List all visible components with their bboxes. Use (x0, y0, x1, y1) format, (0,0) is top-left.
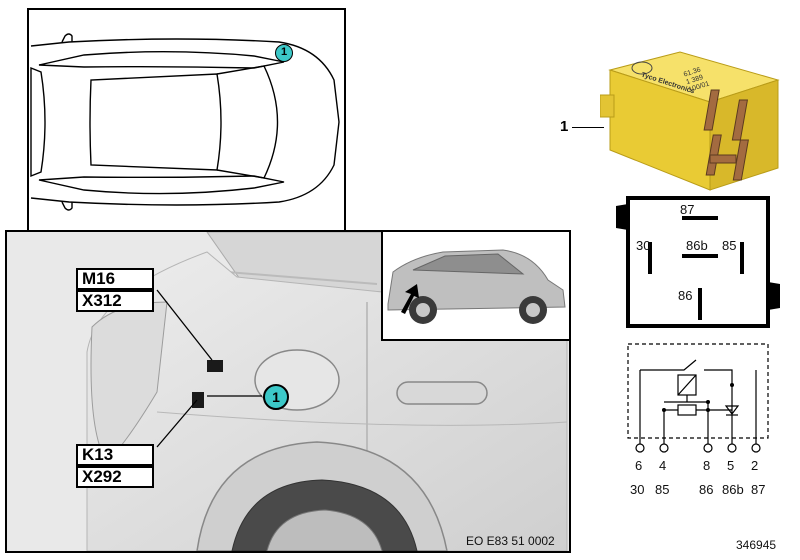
relay-illustration (599, 51, 780, 191)
relay-part-image: 61.36 1 389 100/01 Tyco Electronics (599, 40, 780, 200)
relay-pinout-diagram: 87 30 86b 85 86 (606, 190, 796, 330)
terminal-name-87: 87 (751, 482, 766, 497)
car-side-illustration (387, 249, 566, 324)
top-view-panel: 1 (27, 8, 346, 242)
part-leader-line (572, 127, 604, 128)
reference-code: EO E83 51 0002 (466, 534, 555, 548)
terminal-name-86b: 86b (722, 482, 744, 497)
relay-schematic: 6 4 8 5 2 30 85 86 86b 87 (624, 340, 774, 500)
callout-1-detail: 1 (263, 384, 289, 410)
terminal-6: 6 (635, 458, 643, 473)
terminal-name-30: 30 (630, 482, 645, 497)
pin-86-label: 86 (678, 288, 693, 303)
terminal-5: 5 (727, 458, 735, 473)
terminal-name-85: 85 (655, 482, 670, 497)
part-callout-number: 1 (560, 118, 569, 135)
label-x292: X292 (76, 466, 154, 488)
label-k13: K13 (76, 444, 154, 466)
pin-85-label: 85 (722, 238, 737, 253)
label-x312: X312 (76, 290, 154, 312)
car-top-outline (30, 33, 340, 211)
pin-87-label: 87 (680, 202, 695, 217)
label-m16: M16 (76, 268, 154, 290)
inset-car-panel (381, 230, 571, 341)
location-arrow-icon (401, 284, 419, 314)
pin-86b-label: 86b (686, 238, 708, 253)
terminal-8: 8 (703, 458, 711, 473)
drawing-number: 346945 (736, 538, 777, 552)
terminal-name-86: 86 (699, 482, 714, 497)
pinout-frame (616, 196, 780, 328)
terminal-4: 4 (659, 458, 667, 473)
schematic-drawing (627, 343, 769, 453)
pin-30-label: 30 (636, 238, 651, 253)
callout-1-top: 1 (275, 44, 293, 62)
terminal-2: 2 (751, 458, 759, 473)
